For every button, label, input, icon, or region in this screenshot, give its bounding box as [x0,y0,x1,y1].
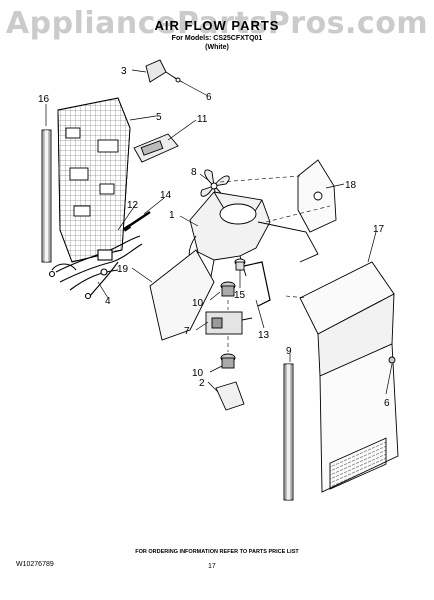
callout-19: 19 [117,264,129,275]
assembly-lines [219,175,331,352]
document-part-number: W10276789 [16,561,54,568]
callout-17: 17 [373,224,385,235]
callout-13: 13 [258,330,270,341]
page-number: 17 [208,563,216,570]
callout-7: 7 [184,326,190,337]
diagram-title: AIR FLOW PARTS [154,18,280,33]
part-19-shroud [149,249,215,341]
callout-11: 11 [197,114,208,125]
part-2-bracket [215,381,245,411]
callout-12: 12 [127,200,139,211]
callout-6-top: 6 [206,92,212,103]
callout-1: 1 [169,210,175,221]
callout-15: 15 [234,290,246,301]
model-line: For Models: CS25CFXTQ01 [171,35,263,42]
color-line: (White) [205,44,229,51]
part-7-fan-motor [205,311,253,335]
part-11-damper [133,133,179,163]
part-3-bracket [145,59,183,83]
callout-10-top: 10 [192,298,204,309]
ordering-note: FOR ORDERING INFORMATION REFER TO PARTS … [135,549,299,555]
part-17-air-tower-cover [299,261,399,493]
part-13-wire-bracket [243,261,271,307]
part-10-motor-mount [220,281,236,369]
callout-8: 8 [191,167,197,178]
part-16-seal [41,129,52,263]
callout-numbers: 3 6 16 5 11 8 18 14 12 1 17 19 4 15 10 1… [38,66,390,409]
callout-4: 4 [105,296,111,307]
part-9-seal [283,363,294,501]
part-15-grommet [234,258,246,271]
site-watermark: AppliancePartsPros.com [5,6,429,41]
callout-6-right: 6 [384,398,390,409]
callout-18: 18 [345,180,357,191]
callout-5: 5 [156,112,162,123]
leader-lines [45,69,393,395]
part-14-screw [122,211,151,232]
part-5-grid-panel [57,97,131,263]
part-4-wire-harness [48,235,143,300]
callout-14: 14 [160,190,172,201]
callout-2: 2 [199,378,205,389]
part-18-duct-plate [297,159,337,233]
callout-9: 9 [286,346,292,357]
part-1-fan-housing [188,191,319,283]
callout-10-bottom: 10 [192,368,204,379]
callout-16: 16 [38,94,50,105]
part-6-screw [388,356,396,364]
callout-3: 3 [121,66,127,77]
